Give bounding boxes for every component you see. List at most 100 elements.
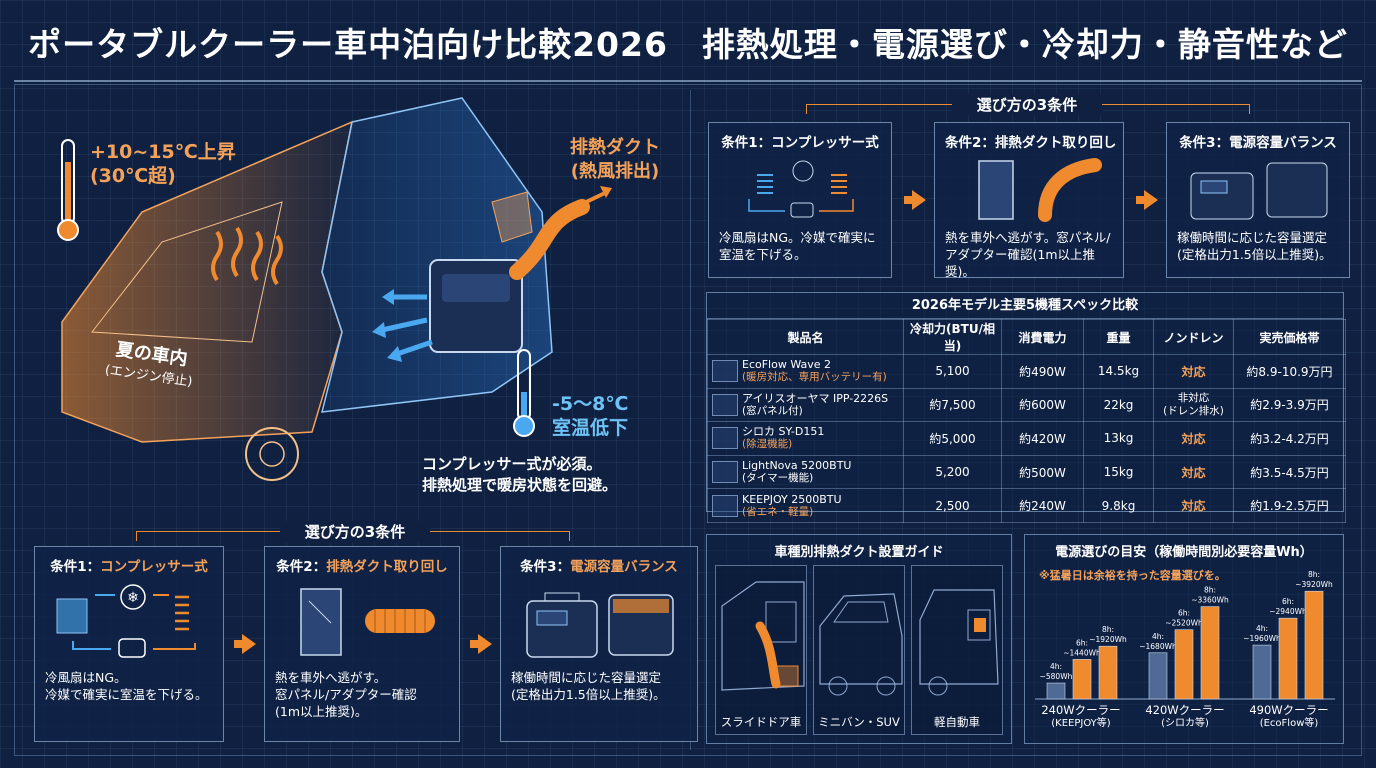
condition-top-card-2: 条件2：排熱ダクト取り回し 熱を車外へ逃がす。窓パネル/ アダプター確認(1m以… [934,122,1124,279]
hero-note: コンプレッサー式が必須。 排熱処理で暖房状態を回避。 [422,454,617,496]
flex-duct-icon [365,609,435,633]
column-header: 重量 [1083,319,1154,355]
condenser-small-icon [831,174,847,194]
column-header: 消費電力 [1001,319,1084,355]
power-station-a-icon [1190,172,1254,220]
column-header: ノンドレン [1153,319,1234,355]
cold-temp-sub: 室温低下 [552,417,629,439]
bar-hours-label: 4h: [1050,662,1062,671]
bar-value-label: ~3920Wh [1295,580,1333,589]
weight-cell: 15kg [1083,454,1154,490]
group-label: 490Wクーラー(EcoFlow等) [1243,703,1335,731]
bar-value-label: ~1920Wh [1089,635,1127,644]
heat-wave-icon [271,234,283,286]
arrow-right-icon [234,634,256,654]
thermometer-cold-level [521,392,527,420]
duct-sub: (熱風排出) [570,161,660,182]
product-thumbnail-icon [712,393,738,416]
power-guide-title: 電源選びの目安（稼働時間別必要容量Wh） [1055,545,1313,560]
cool-air-arrow-icon [396,339,433,357]
product-name: LightNova 5200BTU [742,459,852,473]
table-row: EcoFlow Wave 2(暖房対応、専用バッテリー有) 5,100 約490… [707,354,1346,389]
conditions-top-heading: 選び方の3条件 [952,94,1102,115]
condenser-coil-icon [175,595,189,631]
power-cell: 約600W [1001,387,1084,423]
btu-cell: 約7,500 [903,387,1002,423]
product-note: (省エネ・軽量) [742,505,814,518]
btu-cell: 5,100 [903,354,1002,389]
condition-text: 冷媒で確実に室温を下げる。 [45,687,208,702]
window-glare [308,600,332,624]
group-label-main: 240Wクーラー [1041,703,1121,717]
condition-top-text: 室温を下げる。 [719,247,807,262]
cold-temp-value: -5～8℃ [552,393,629,415]
content-frame [14,84,1362,756]
duct-guide-title: 車種別排熱ダクト設置ガイド [774,545,944,560]
duct-guide-panel: 車種別排熱ダクト設置ガイド スライドドア車 ミニバン・SUV [706,534,1012,744]
front-wheel [245,427,299,481]
flow-line [819,199,854,212]
condition-top-text: 稼働時間に応じた容量選定 [1177,230,1328,245]
power-station-small-pair-icon [1177,155,1339,225]
power-bar [1072,659,1092,700]
power-handle [544,592,580,602]
window-panel-icon [300,588,342,656]
btu-cell: 2,500 [903,488,1002,523]
condition-top-title: 条件1：コンプレッサー式 [721,135,879,151]
hot-temp-sub: (30℃超) [90,165,176,187]
cool-air-arrow-head [387,346,402,362]
weight-cell: 9.8kg [1083,488,1154,523]
power-display [536,610,568,626]
power-station-icon [511,579,687,665]
compressor-cycle-icon: ❄ [45,579,213,665]
spec-table-title: 2026年モデル主要5機種スペック比較 [707,293,1343,319]
condition-text: 冷風扇はNG。 [45,670,127,685]
group-label-sub: (EcoFlow等) [1259,718,1319,729]
power-bar [1148,652,1168,700]
btu-cell: 5,200 [903,454,1002,490]
window-adapter-icon [974,618,986,632]
conditions-row-top: 条件1：コンプレッサー式 冷風扇はNG。冷媒で確実に 室温を下げる。 条件2：排… [708,122,1350,279]
portable-cooler-icon [429,259,523,353]
condition-text: 熱を車外へ逃がす。 [275,670,387,685]
price-cell: 約8.9-10.9万円 [1233,354,1346,389]
compressor-icon [118,638,146,658]
drain-cell: 対応 [1153,354,1234,389]
conditions-row-bottom: 条件1：コンプレッサー式 ❄ 冷風扇はNG。 冷媒で確実に室温を下げる。 条件2… [34,546,698,742]
price-cell: 約3.5-4.5万円 [1233,454,1346,490]
snowflake-small-icon [792,160,814,182]
product-note: (暖房対応、専用バッテリー有) [742,371,887,384]
weight-cell: 22kg [1083,387,1154,423]
hero-note-line: 排熱処理で暖房状態を回避。 [422,476,618,494]
weight-cell: 14.5kg [1083,354,1154,389]
product-name: EcoFlow Wave 2 [742,358,832,372]
bar-hours-label: 6h: [1076,638,1088,647]
hero-illustration: +10~15℃上昇 (30℃超) 排熱ダクト (熱風排出) 夏の車内 (エンジン… [22,92,686,510]
duct-title: 排熱ダクト [570,137,660,158]
compressor-small-icon [790,202,814,218]
spec-header-row: 製品名 冷却力(BTU/相当) 消費電力 重量 ノンドレン 実売価格帯 [707,319,1346,355]
power-bar [1304,590,1324,700]
drain-cell: 対応 [1153,454,1234,490]
drain-value: 非対応 [1177,391,1210,404]
spec-table-grid: 製品名 冷却力(BTU/相当) 消費電力 重量 ノンドレン 実売価格帯 EcoF… [707,319,1346,523]
front-wheel-hub [259,441,285,467]
heat-wave-icon [251,230,263,282]
condition-top-title: 条件2：排熱ダクト取り回し [945,135,1117,151]
duct-label: 排熱ダクト (熱風排出) [570,136,660,184]
hot-temperature-label: +10~15℃上昇 (30℃超) [90,140,236,188]
cool-air-arrow-head [382,289,394,305]
title-underline [14,80,1362,82]
product-cell: LightNova 5200BTU(タイマー機能) [707,454,904,490]
group-label: 420Wクーラー(シロカ等) [1141,703,1229,731]
bar-value-label: ~3360Wh [1191,596,1229,605]
bar-hours-label: 8h: [1102,625,1114,634]
heat-wave-icon [231,226,243,278]
hot-temp-value: +10~15℃上昇 [90,141,236,163]
thermometer-hot-bulb [57,219,79,241]
refrigerant-flow-icon [72,641,111,650]
product-cell: KEEPJOY 2500BTU(省エネ・軽量) [707,488,904,523]
power-cell: 約490W [1001,354,1084,389]
rear-window [491,191,533,243]
arrow-right-icon [470,634,492,654]
